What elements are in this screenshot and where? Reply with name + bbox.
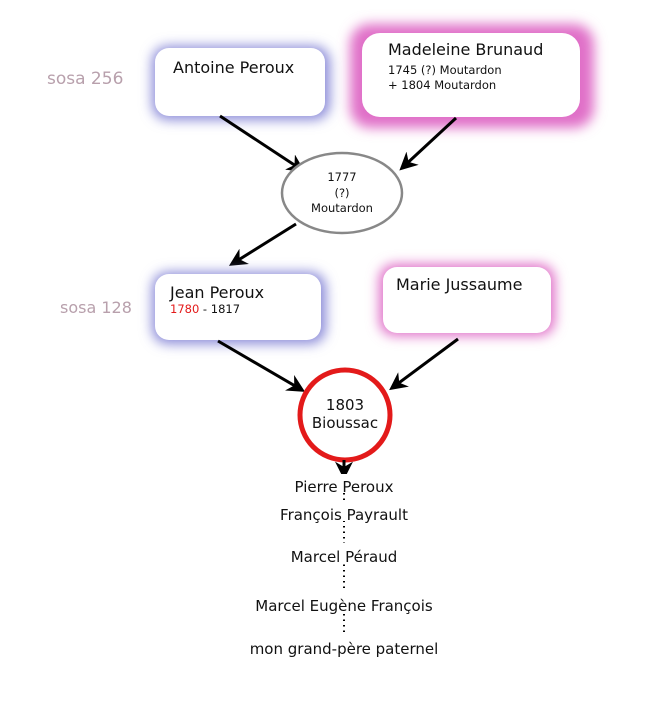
person-name: Antoine Peroux <box>173 58 294 77</box>
person-box-jean-peroux[interactable]: Jean Peroux 1780 - 1817 <box>152 272 326 344</box>
life-dates: 1780 - 1817 <box>170 302 240 316</box>
descendant-name: Pierre Peroux <box>295 478 394 496</box>
marriage-year: 1777 <box>327 170 356 184</box>
person-box-antoine-peroux[interactable]: Antoine Peroux <box>152 46 330 120</box>
arrow <box>228 222 297 266</box>
person-name: Madeleine Brunaud <box>388 40 543 59</box>
marriage-place: Bioussac <box>312 414 378 432</box>
birth-info: 1745 (?) Moutardon <box>388 63 502 77</box>
descendant-name: Marcel Eugène François <box>255 597 433 615</box>
marriage-node-1777[interactable]: 1777 (?) Moutardon <box>280 151 404 235</box>
person-name: Jean Peroux <box>169 283 264 302</box>
arrow <box>389 337 459 391</box>
marriage-node-1803[interactable]: 1803 Bioussac <box>297 367 393 463</box>
marriage-year: 1803 <box>326 396 364 414</box>
person-box-marie-jussaume[interactable]: Marie Jussaume <box>379 264 555 336</box>
death-info: + 1804 Moutardon <box>388 78 496 92</box>
person-name: Marie Jussaume <box>396 275 522 294</box>
descendant-line: Pierre Peroux François Payrault Marcel P… <box>235 474 455 658</box>
death-year: 1817 <box>211 302 240 316</box>
arrow <box>217 339 306 392</box>
descendant-name: François Payrault <box>280 506 408 524</box>
arrow <box>219 114 306 172</box>
descendant-name: Marcel Péraud <box>291 548 398 566</box>
person-box-madeleine-brunaud[interactable]: Madeleine Brunaud 1745 (?) Moutardon + 1… <box>350 24 594 128</box>
descendant-name: mon grand-père paternel <box>250 640 439 658</box>
sosa-128-label: sosa 128 <box>60 298 132 317</box>
marriage-note: (?) <box>334 186 349 200</box>
date-separator: - <box>199 302 210 316</box>
arrow <box>399 116 458 171</box>
marriage-place: Moutardon <box>311 201 373 215</box>
birth-year: 1780 <box>170 302 199 316</box>
sosa-256-label: sosa 256 <box>47 69 123 89</box>
